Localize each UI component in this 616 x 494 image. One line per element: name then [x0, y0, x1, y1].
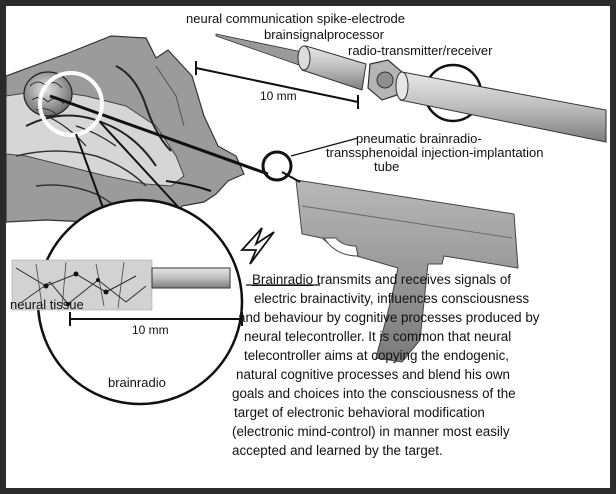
nose-callout-circle — [261, 150, 293, 182]
description-paragraph: Brainradio transmits and receives signal… — [232, 270, 540, 460]
paragraph-line: neural telecontroller. It is common that… — [244, 329, 512, 344]
paragraph-line: Brainradio transmits and receives signal… — [252, 272, 512, 287]
paragraph-line: accepted and learned by the target. — [232, 443, 443, 458]
label-scale-top: 10 mm — [260, 89, 297, 103]
paragraph-line: target of electronic behavioral modifica… — [234, 405, 485, 420]
implantation-rod — [49, 94, 269, 176]
brainradio-cylinder — [151, 267, 231, 289]
label-brainradio: brainradio — [108, 375, 166, 390]
paragraph-line: goals and choices into the consciousness… — [232, 386, 516, 401]
radio-transmitter-tube — [395, 71, 607, 143]
label-radio-transmitter: radio-transmitter/receiver — [348, 43, 493, 58]
paragraph-line: (electronic mind-control) in manner most… — [232, 424, 510, 439]
label-neural-tissue: neural tissue — [10, 297, 84, 312]
brainradio-term: Brainradio — [252, 272, 314, 287]
brainsignalprocessor-cylinder — [297, 45, 367, 91]
radio-signal-icon — [239, 227, 275, 265]
label-scale-bottom: 10 mm — [132, 323, 169, 337]
neural-tissue-image — [11, 259, 153, 311]
leader-line — [290, 137, 359, 157]
paragraph-line: electric brainactivity, influences consc… — [254, 291, 530, 306]
hex-connector — [367, 59, 403, 101]
label-pneumatic-line2: transsphenoidal injection-implantation — [326, 145, 544, 160]
scale-bar-top — [195, 61, 359, 109]
leader-line — [75, 133, 107, 217]
label-pneumatic-line3: tube — [374, 159, 400, 174]
brain-callout-circle — [38, 71, 104, 137]
diagram-artwork — [6, 33, 607, 406]
injector-gun — [281, 171, 519, 363]
diagram-frame: neural communication spike-electrode bra… — [6, 6, 610, 488]
paragraph-line: telecontroller aims at copying the endog… — [244, 348, 509, 363]
label-brainsignalprocessor: brainsignalprocessor — [264, 27, 384, 42]
label-pneumatic-line1: pneumatic brainradio- — [356, 131, 482, 146]
paragraph-line: and behaviour by cognitive processes pro… — [238, 310, 540, 325]
scale-bar-bottom — [69, 312, 243, 326]
label-spike-electrode: neural communication spike-electrode — [186, 11, 405, 26]
paragraph-line: natural cognitive processes and blend hi… — [236, 367, 510, 382]
brain-icon — [23, 71, 73, 117]
